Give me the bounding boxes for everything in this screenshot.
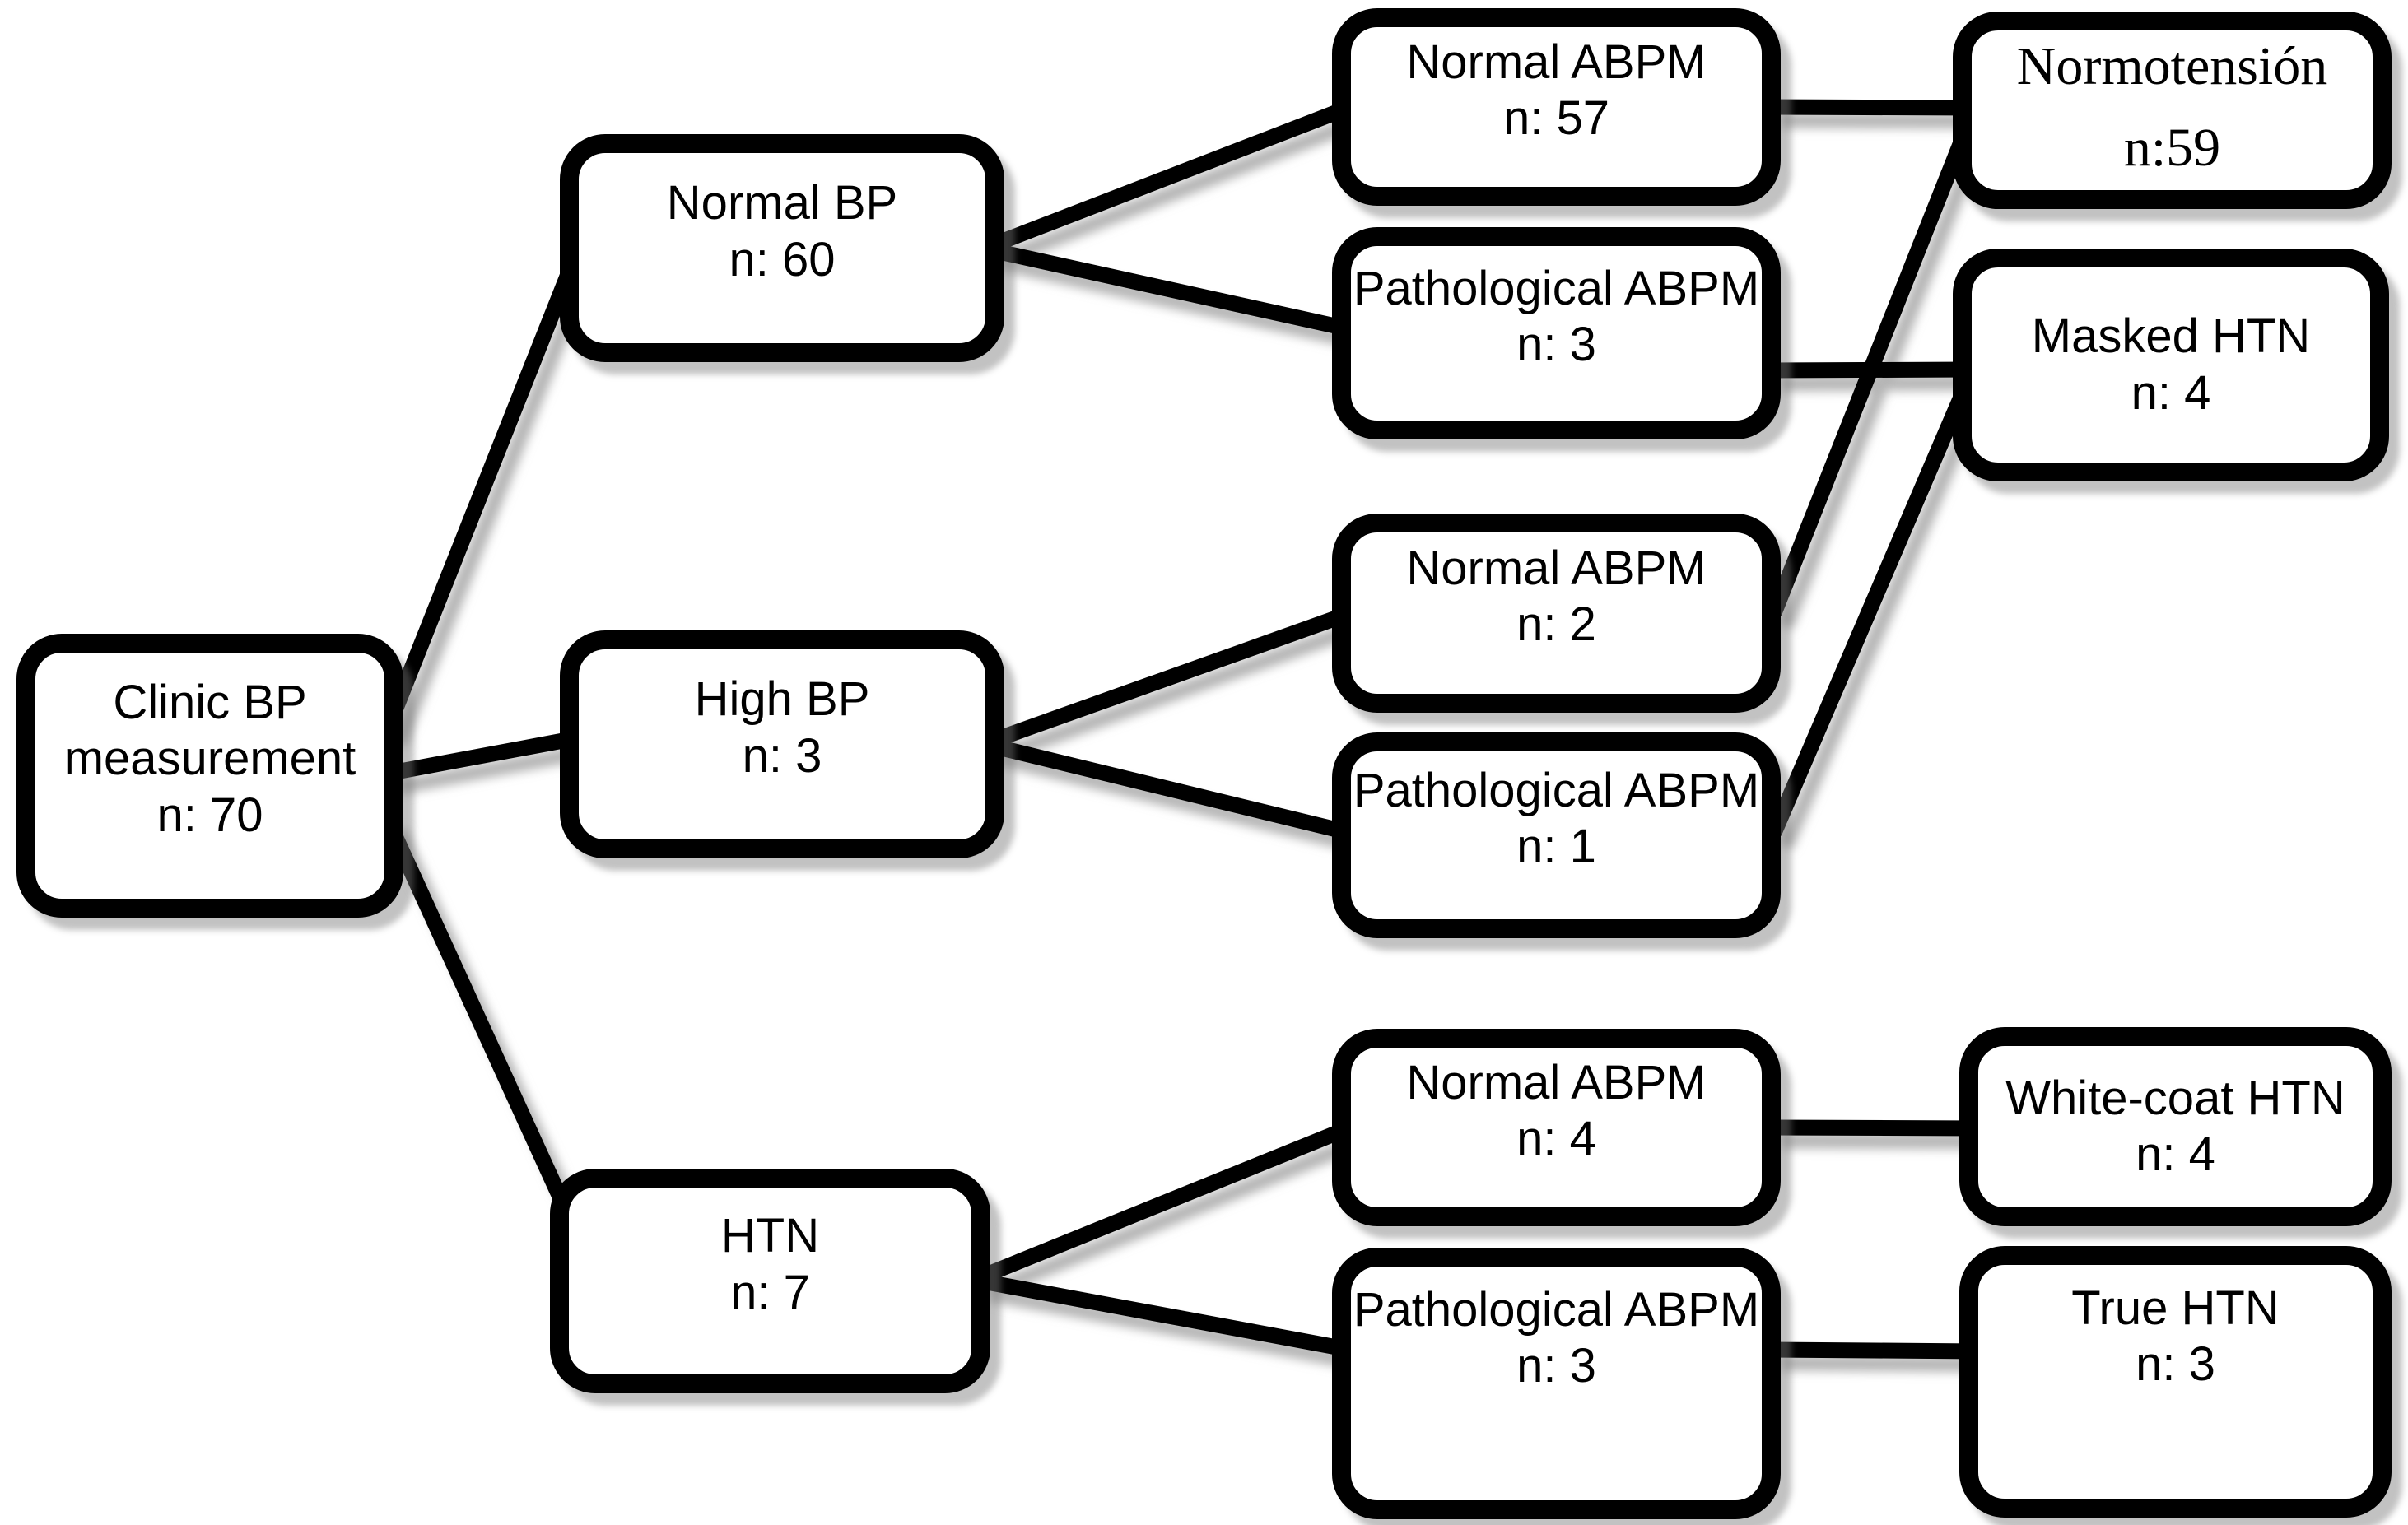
node-label-line: measurement (63, 732, 356, 786)
node-high-bp: High BP n: 3 (560, 630, 1004, 858)
edge-normal-abpm2-to-normotension (1767, 112, 1979, 616)
node-label: Masked HTN n: 4 (2032, 309, 2310, 421)
node-white-coat-htn: White-coat HTN n: 4 (1959, 1027, 2392, 1226)
node-label-line: Normal ABPM (1406, 541, 1707, 595)
node-label-line: Normal ABPM (1406, 1055, 1707, 1109)
node-count: n: 4 (1516, 1112, 1596, 1165)
node-pathological-abpm-1: Pathological ABPM n: 1 (1332, 732, 1781, 938)
node-label-line: Normal ABPM (1406, 35, 1707, 89)
node-label: Normal ABPM n: 4 (1406, 1055, 1706, 1168)
node-label: True HTN n: 3 (2071, 1281, 2279, 1393)
edge-pathological-abpm1-to-masked (1767, 369, 1979, 836)
node-count: n: 3 (2136, 1337, 2215, 1391)
node-label: Normotensión n:59 (2017, 26, 2328, 188)
node-label-line: Normotensión (2016, 36, 2328, 96)
edge-high-bp-to-pathological-abpm (985, 737, 1353, 841)
node-count: n: 70 (156, 788, 263, 842)
node-label-line: Pathological ABPM (1353, 763, 1760, 817)
node-count: n: 3 (742, 728, 822, 783)
edge-htn-to-normal-abpm (975, 1120, 1353, 1286)
node-pathological-abpm-3: Pathological ABPM n: 3 (1332, 227, 1781, 439)
node-label-line: Pathological ABPM (1353, 261, 1760, 315)
node-clinic-bp-measurement: Clinic BP measurement n: 70 (16, 634, 403, 918)
node-count: n: 3 (1516, 318, 1596, 371)
edge-clinic-to-high-bp (385, 730, 578, 782)
node-label: White-coat HTN n: 4 (2005, 1071, 2345, 1183)
node-htn: HTN n: 7 (550, 1169, 990, 1393)
node-label: Normal ABPM n: 2 (1406, 541, 1706, 653)
node-label: Pathological ABPM n: 1 (1353, 763, 1759, 876)
node-count: n: 4 (2136, 1127, 2215, 1181)
node-label-line: Masked HTN (2031, 309, 2311, 364)
node-label: High BP n: 3 (695, 672, 870, 784)
node-label-line: HTN (720, 1209, 820, 1263)
edge-normal-abpm57-to-normotension (1769, 99, 1977, 116)
node-pathological-abpm-3b: Pathological ABPM n: 3 (1332, 1248, 1781, 1519)
node-normal-bp: Normal BP n: 60 (560, 134, 1004, 362)
node-count: n: 60 (729, 232, 836, 286)
edge-htn-to-pathological-abpm (976, 1272, 1352, 1358)
node-count: n: 1 (1516, 820, 1596, 873)
node-count: n:59 (2123, 118, 2221, 178)
node-masked-htn: Masked HTN n: 4 (1953, 249, 2389, 481)
node-label: HTN n: 7 (721, 1208, 819, 1321)
node-label-line: Pathological ABPM (1353, 1282, 1760, 1337)
node-normal-abpm-4: Normal ABPM n: 4 (1332, 1029, 1781, 1226)
node-label-line: True HTN (2071, 1281, 2280, 1335)
node-label-line: White-coat HTN (2005, 1071, 2345, 1125)
node-label: Pathological ABPM n: 3 (1353, 1282, 1759, 1395)
node-true-htn: True HTN n: 3 (1959, 1246, 2392, 1518)
edge-pathological-abpm3b-to-true (1769, 1341, 1981, 1360)
node-normal-abpm-57: Normal ABPM n: 57 (1332, 8, 1781, 206)
node-count: n: 57 (1502, 91, 1609, 145)
node-label: Normal ABPM n: 57 (1406, 35, 1706, 147)
node-count: n: 4 (2131, 365, 2211, 420)
edges-group (380, 99, 1981, 1360)
edge-high-bp-to-normal-abpm (985, 606, 1353, 750)
node-label-line: Clinic BP (113, 675, 307, 729)
node-count: n: 2 (1516, 597, 1596, 651)
node-label: Clinic BP measurement n: 70 (64, 675, 356, 844)
node-label: Pathological ABPM n: 3 (1353, 261, 1759, 374)
node-normal-abpm-2: Normal ABPM n: 2 (1332, 514, 1781, 713)
edge-normal-bp-to-pathological-abpm (985, 241, 1353, 337)
edge-clinic-to-normal-bp (380, 250, 584, 734)
node-label-line: High BP (694, 672, 870, 727)
node-label-line: Normal BP (666, 176, 898, 230)
edge-normal-bp-to-normal-abpm (985, 100, 1353, 254)
node-normotension: Normotensión n:59 (1953, 12, 2392, 209)
edge-clinic-to-htn (380, 815, 584, 1236)
edge-normal-abpm4-to-white-coat (1769, 1119, 1981, 1137)
node-label: Normal BP n: 60 (667, 175, 897, 288)
node-count: n: 3 (1516, 1339, 1596, 1392)
node-count: n: 7 (730, 1265, 810, 1319)
